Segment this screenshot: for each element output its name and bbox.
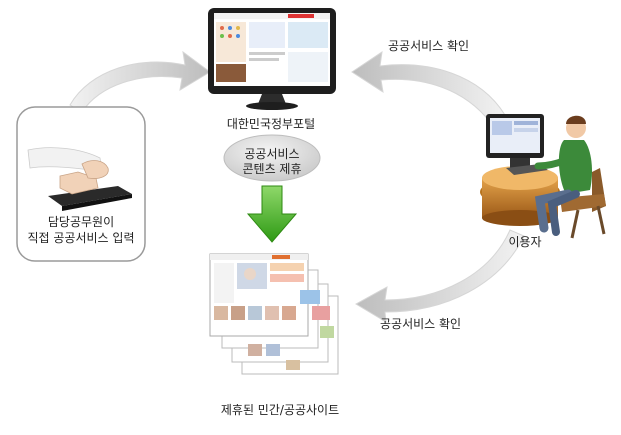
arrow-officer-to-portal xyxy=(69,50,211,113)
monitor-icon xyxy=(208,8,336,110)
officer-label-line2: 직접 공공서비스 입력 xyxy=(27,231,135,245)
portal-label: 대한민국정부포털 xyxy=(226,117,316,131)
user-label: 이용자 xyxy=(508,235,542,249)
check-label-bottom: 공공서비스 확인 xyxy=(380,317,462,331)
partnership-label-line1: 공공서비스 xyxy=(244,147,300,161)
user-at-computer-icon xyxy=(480,114,606,239)
officer-label-line1: 담당공무원이 xyxy=(47,215,115,229)
website-stack-icon xyxy=(209,253,339,375)
arrow-user-to-sites xyxy=(354,229,525,323)
partnership-label-line2: 콘텐츠 제휴 xyxy=(242,162,302,176)
keyboard-typing-icon xyxy=(27,147,132,211)
check-label-top: 공공서비스 확인 xyxy=(388,39,470,53)
partnership-bubble xyxy=(223,134,321,182)
officer-box xyxy=(16,106,146,262)
partnership-arrow xyxy=(246,185,298,243)
sites-label: 제휴된 민간/공공사이트 xyxy=(220,403,340,417)
arrow-user-to-portal xyxy=(351,50,506,123)
